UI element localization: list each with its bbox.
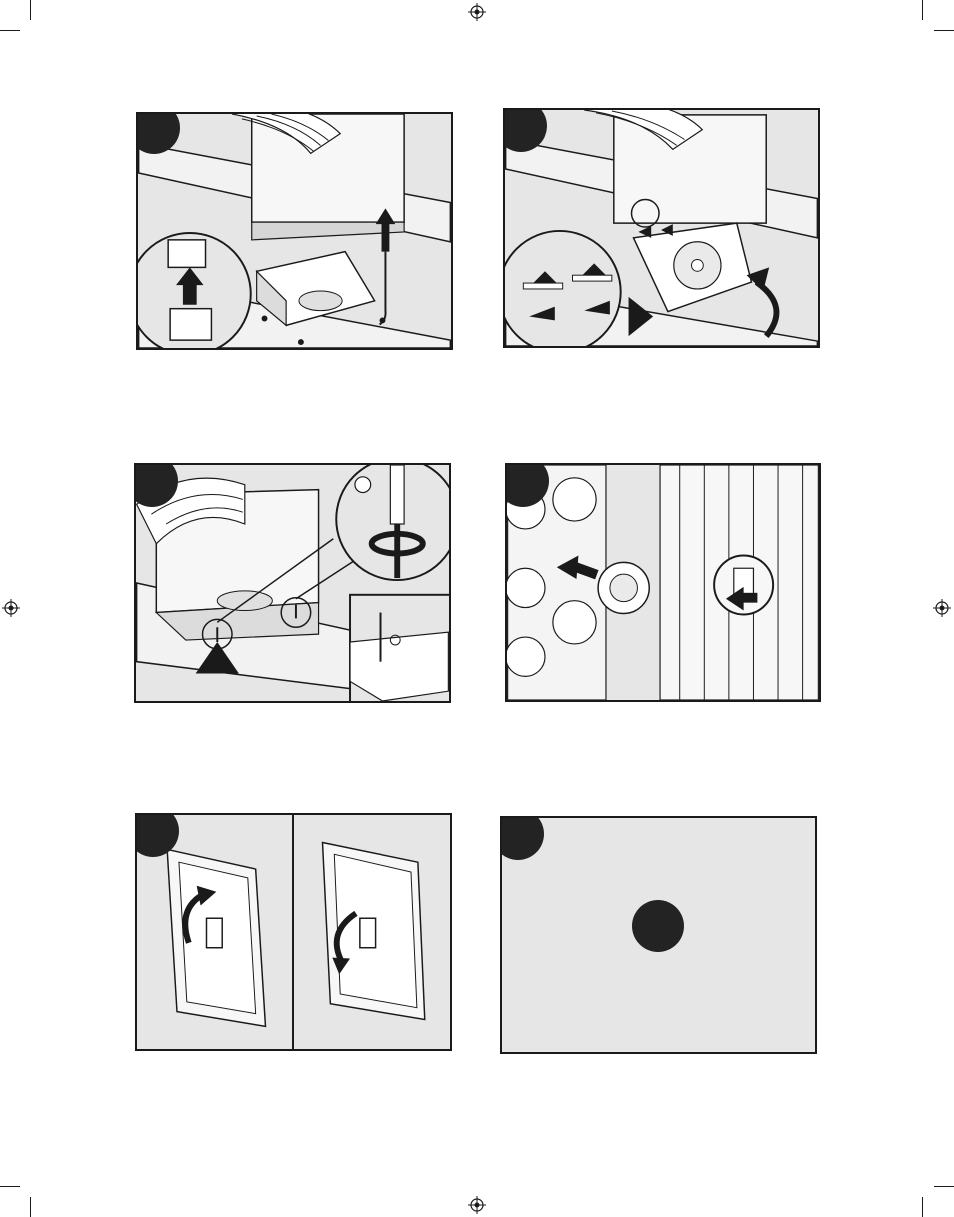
rotate-arrow-icon <box>747 267 777 336</box>
step-6-panel <box>500 816 817 1054</box>
crop-mark <box>0 1186 20 1187</box>
registration-mark-icon <box>933 599 951 617</box>
step-5-illustration <box>137 815 450 1049</box>
plug-connector-icon <box>138 233 251 348</box>
tab-slot-icon <box>505 231 653 346</box>
step-5-panel <box>135 813 452 1051</box>
step-number-badge <box>500 816 544 860</box>
wall-switch-on-icon <box>167 849 265 1026</box>
registration-mark-icon <box>468 1196 486 1214</box>
step-2-illustration <box>505 110 818 346</box>
step-1-panel <box>136 112 453 350</box>
step-3-illustration <box>136 465 449 701</box>
step-4-illustration <box>507 465 819 700</box>
step-2-panel <box>503 108 820 348</box>
step-4-panel <box>505 463 821 702</box>
step-1-illustration <box>138 114 451 348</box>
crop-mark <box>934 1186 954 1187</box>
crop-mark <box>922 0 923 20</box>
step-3-panel <box>134 463 451 703</box>
crop-mark <box>30 0 31 20</box>
registration-mark-icon <box>468 3 486 21</box>
breaker-panel-icon <box>660 465 818 700</box>
crop-mark <box>922 1197 923 1217</box>
screwdriver-icon <box>336 465 449 580</box>
crop-mark <box>0 30 20 31</box>
crop-mark <box>30 1197 31 1217</box>
registration-mark-icon <box>2 599 20 617</box>
blank-step-icon <box>632 900 684 952</box>
crop-mark <box>934 30 954 31</box>
wall-switch-off-icon <box>323 843 425 1020</box>
